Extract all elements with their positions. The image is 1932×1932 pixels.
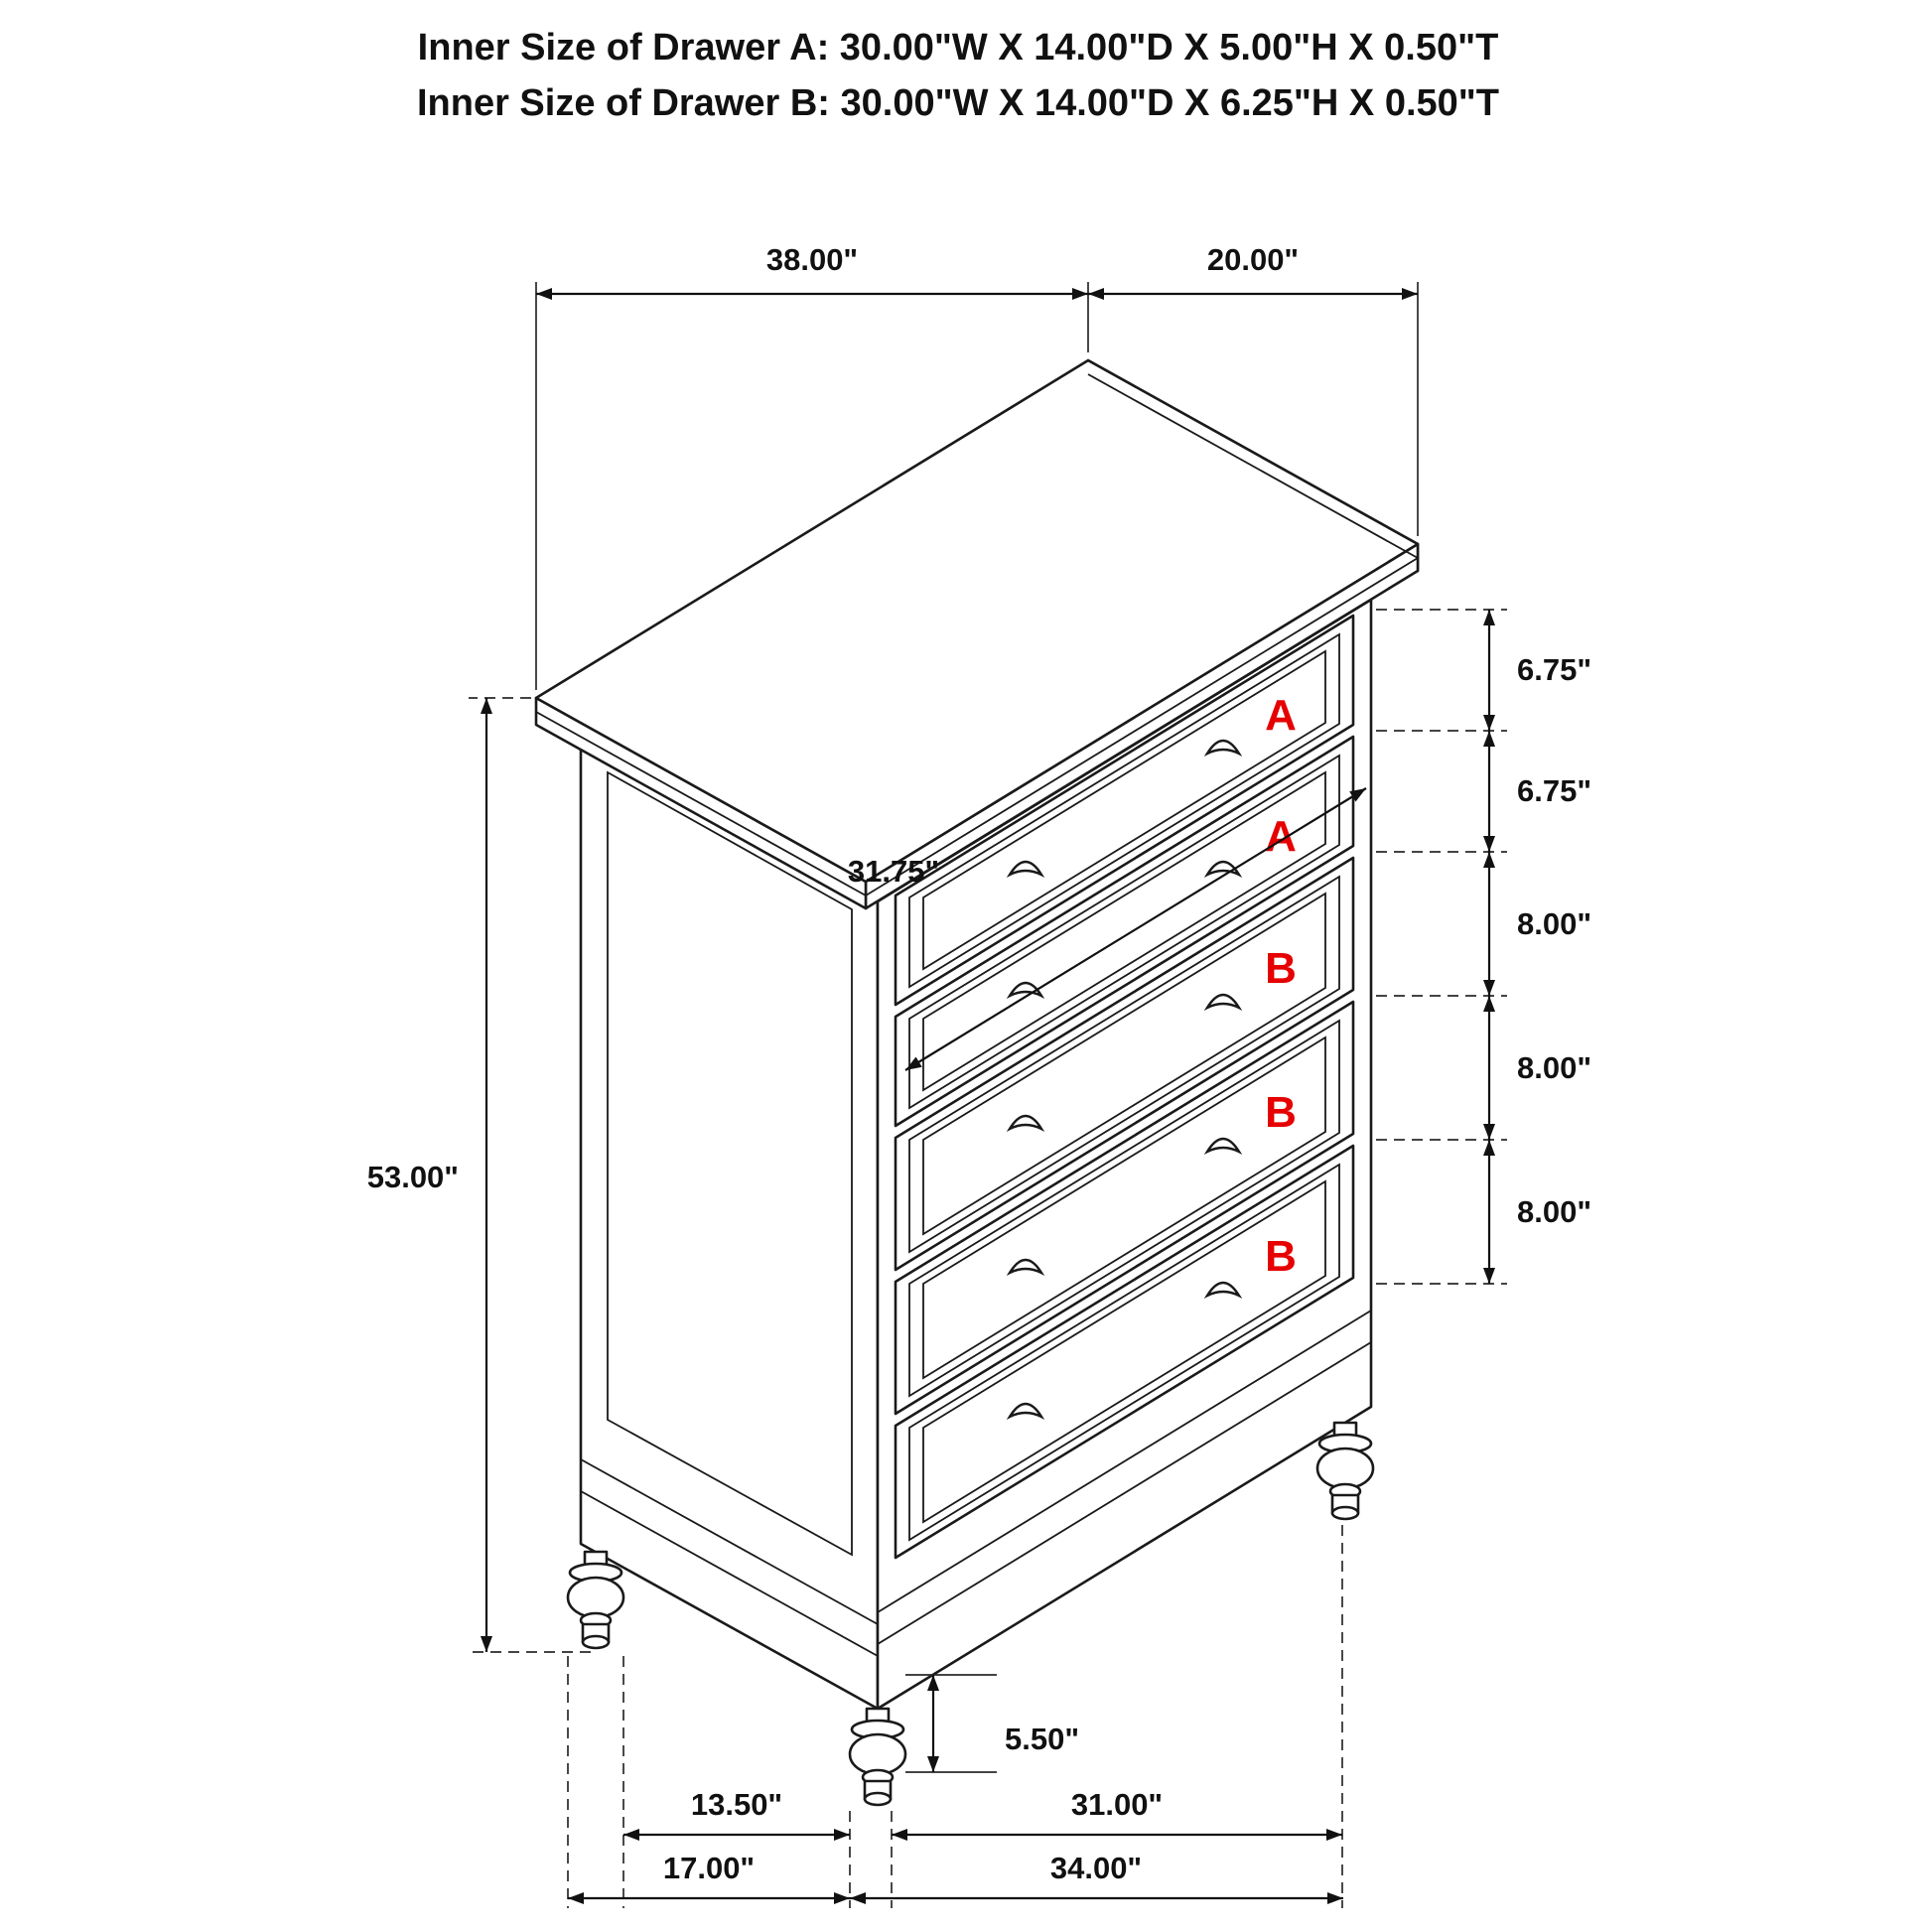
dim-foot-width-outer: 34.00" — [850, 1851, 1343, 1904]
diagram-title-line-2: Inner Size of Drawer B: 30.00"W X 14.00"… — [417, 82, 1499, 124]
drawer-4-pull-right-icon — [1203, 1137, 1243, 1155]
drawer-2-label: A — [1265, 812, 1297, 861]
dim-drawer-3-height-label: 8.00" — [1517, 906, 1591, 941]
leg-front-left — [848, 1707, 907, 1807]
dim-right-chain: 6.75" 6.75" 8.00" 8.00" 8.00" — [1376, 609, 1591, 1285]
drawer-3-label: B — [1265, 944, 1297, 993]
drawer-4-pull-left-icon — [1006, 1258, 1045, 1276]
dim-foot-depth-inner-label: 13.50" — [691, 1787, 782, 1822]
dim-foot-width-inner-label: 31.00" — [1071, 1787, 1163, 1822]
drawer-1-label: A — [1265, 691, 1297, 740]
drawer-5-pull-right-icon — [1203, 1281, 1243, 1299]
dim-overall-height: 53.00" — [367, 697, 591, 1653]
drawer-5-bevel — [908, 1163, 1340, 1542]
dim-drawer-1-height-label: 6.75" — [1517, 652, 1591, 687]
chest-drawing — [534, 358, 1420, 1807]
chest-top-surface — [534, 358, 1420, 884]
drawer-5-label: B — [1265, 1232, 1297, 1281]
side-base-molding-line-2 — [580, 1490, 879, 1657]
dim-leg-height: 5.50" — [905, 1674, 1079, 1773]
dim-bottom-extensions — [567, 1525, 1343, 1908]
dim-top-depth: 20.00" — [1088, 242, 1419, 536]
top-bevel-left — [535, 711, 867, 897]
leg-back-left — [566, 1550, 625, 1650]
drawer-4-bevel — [908, 1019, 1340, 1398]
dim-top-width-label: 38.00" — [766, 242, 858, 277]
dim-overall-height-label: 53.00" — [367, 1160, 459, 1194]
drawer-3-pull-left-icon — [1006, 1114, 1045, 1132]
dim-foot-depth-outer-label: 17.00" — [663, 1851, 755, 1885]
dim-foot-width-inner: 31.00" — [892, 1787, 1342, 1841]
base-molding-front-line-1 — [877, 1310, 1372, 1613]
dim-drawer-front-width: 31.75" — [848, 787, 1367, 1071]
drawer-5-front — [894, 1144, 1355, 1560]
top-bevel-right — [1087, 373, 1419, 559]
side-base-molding-line-1 — [580, 1458, 879, 1625]
dim-top-depth-label: 20.00" — [1207, 242, 1299, 277]
drawer-4-panel — [922, 1035, 1326, 1380]
drawer-5-pull-left-icon — [1006, 1402, 1045, 1420]
dim-leg-height-label: 5.50" — [1005, 1722, 1079, 1756]
dim-top-width: 38.00" — [535, 242, 1089, 690]
dim-foot-depth-outer: 17.00" — [568, 1851, 850, 1904]
dim-foot-width-outer-label: 34.00" — [1050, 1851, 1142, 1885]
diagram-title-line-1: Inner Size of Drawer A: 30.00"W X 14.00"… — [418, 27, 1499, 69]
chest-side-panel-frame — [607, 770, 853, 1557]
dim-drawer-4-height-label: 8.00" — [1517, 1050, 1591, 1085]
dim-drawer-5-height-label: 8.00" — [1517, 1194, 1591, 1229]
dim-foot-depth-inner: 13.50" — [623, 1787, 850, 1841]
drawer-1-pull-right-icon — [1203, 739, 1243, 757]
drawer-4-front — [894, 1000, 1355, 1416]
drawer-5-panel — [922, 1179, 1326, 1524]
drawer-4-label: B — [1265, 1088, 1297, 1137]
base-molding-front-line-2 — [877, 1341, 1372, 1645]
dim-drawer-front-width-label: 31.75" — [848, 854, 939, 889]
leg-front-right — [1315, 1421, 1375, 1521]
dim-drawer-2-height-label: 6.75" — [1517, 773, 1591, 808]
